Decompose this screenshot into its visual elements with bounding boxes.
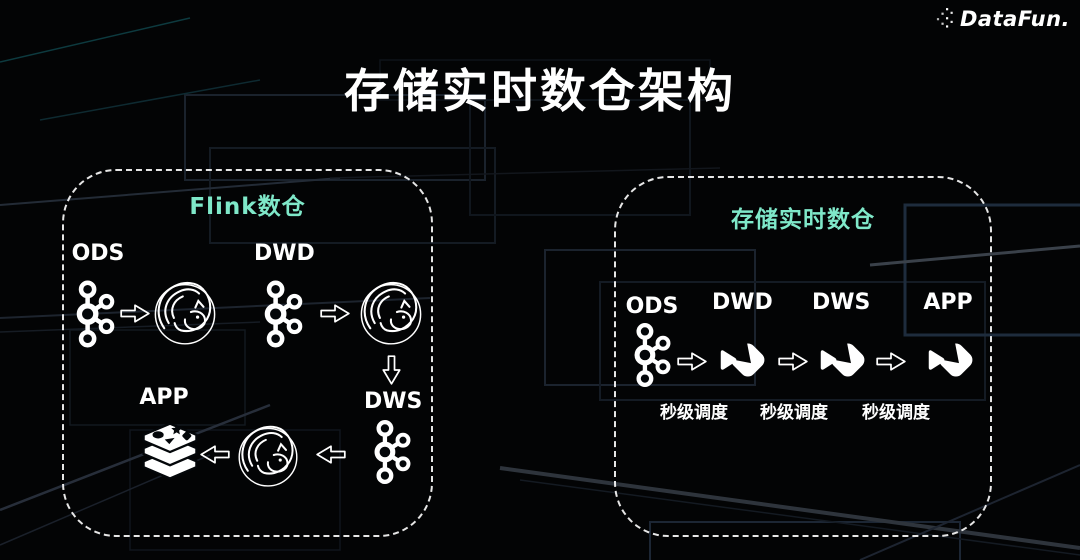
node-label-app: APP (139, 385, 189, 410)
node-label-dws: DWS (364, 389, 423, 414)
storage-engine-icon (812, 329, 868, 391)
node-label-dwd: DWD (254, 241, 315, 266)
node-label-ods: ODS (625, 294, 679, 319)
arrow-left-icon (200, 445, 230, 464)
edge-label-scheduling: 秒级调度 (862, 403, 930, 423)
slide-title: 存储实时数仓架构 (344, 64, 736, 118)
arrow-left-icon (316, 445, 346, 464)
edge-label-scheduling: 秒级调度 (760, 403, 828, 423)
redis-icon (137, 422, 203, 485)
arrow-right-icon (778, 352, 808, 371)
flink-icon (354, 275, 428, 349)
kafka-icon (72, 279, 118, 349)
flink-icon (232, 419, 304, 491)
arrow-right-icon (677, 352, 707, 371)
arrow-right-icon (876, 352, 906, 371)
kafka-icon (370, 418, 414, 486)
storage-engine-icon (920, 329, 976, 391)
storage-warehouse-panel: 存储实时数仓 ODS DWD DWS APP 秒级调度 秒级调度 秒级调度 (614, 176, 992, 537)
flink-warehouse-header: Flink数仓 (189, 194, 306, 220)
halftone-dots-icon (936, 8, 953, 28)
storage-warehouse-header: 存储实时数仓 (731, 207, 875, 233)
logo-text: DataFun. (959, 7, 1070, 31)
storage-engine-icon (712, 329, 768, 391)
node-label-ods: ODS (71, 241, 125, 266)
arrow-right-icon (320, 304, 350, 323)
edge-label-scheduling: 秒级调度 (660, 403, 728, 423)
arrow-right-icon (120, 304, 150, 323)
flink-warehouse-panel: Flink数仓 ODS DWD DWS APP (62, 169, 433, 537)
datafun-logo: DataFun. (936, 7, 1070, 31)
arrow-down-icon (382, 355, 401, 385)
node-label-app: APP (923, 290, 973, 315)
node-label-dws: DWS (812, 290, 871, 315)
node-label-dwd: DWD (712, 290, 773, 315)
flink-icon (148, 275, 222, 349)
kafka-icon (260, 279, 306, 349)
kafka-icon (630, 320, 674, 390)
